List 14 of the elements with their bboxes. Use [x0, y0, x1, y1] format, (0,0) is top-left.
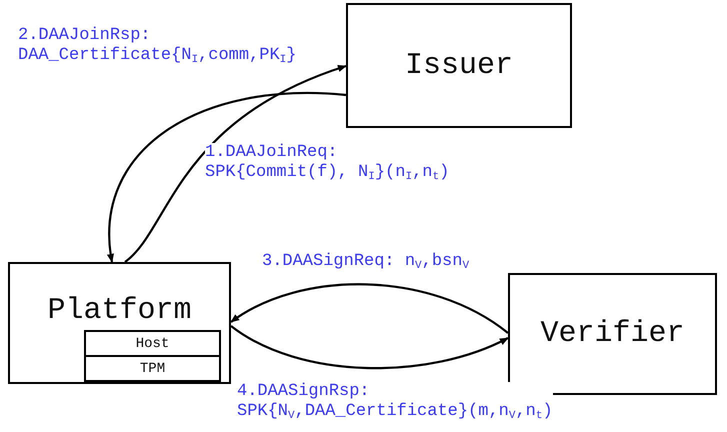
component-box — [84, 355, 221, 382]
entity-box — [8, 262, 231, 384]
component-box — [84, 330, 221, 357]
arrow — [230, 325, 509, 370]
box-label: TPM — [140, 360, 166, 376]
entity-box — [508, 273, 717, 395]
arrow — [108, 92, 346, 263]
box-label: Verifier — [540, 317, 685, 351]
box-label: Host — [136, 336, 170, 352]
arrow — [230, 283, 509, 334]
box-label: Platform — [47, 294, 192, 328]
arrow — [124, 64, 347, 263]
entity-box — [346, 3, 572, 128]
box-label: Issuer — [404, 48, 514, 82]
